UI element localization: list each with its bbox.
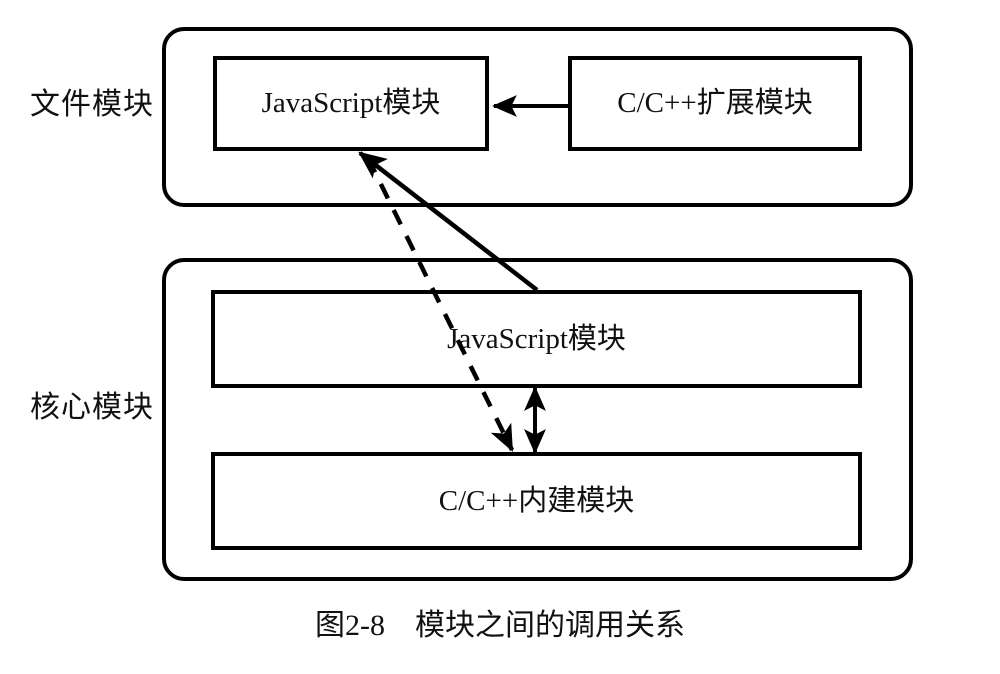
- module-box-file-js[interactable]: JavaScript模块: [213, 56, 489, 151]
- module-box-file-cpp-extension[interactable]: C/C++扩展模块: [568, 56, 862, 151]
- group-label-core-modules: 核心模块: [30, 391, 154, 424]
- module-box-core-cpp-builtin[interactable]: C/C++内建模块: [211, 452, 862, 550]
- module-label-file-js: JavaScript模块: [261, 87, 441, 119]
- group-label-file-modules: 文件模块: [30, 88, 154, 121]
- module-label-core-js: JavaScript模块: [447, 322, 626, 355]
- module-label-file-cpp-extension: C/C++扩展模块: [617, 87, 813, 119]
- module-label-core-cpp-builtin: C/C++内建模块: [438, 484, 635, 517]
- module-box-core-js[interactable]: JavaScript模块: [211, 290, 862, 388]
- figure-caption: 图2-8 模块之间的调用关系: [315, 609, 685, 642]
